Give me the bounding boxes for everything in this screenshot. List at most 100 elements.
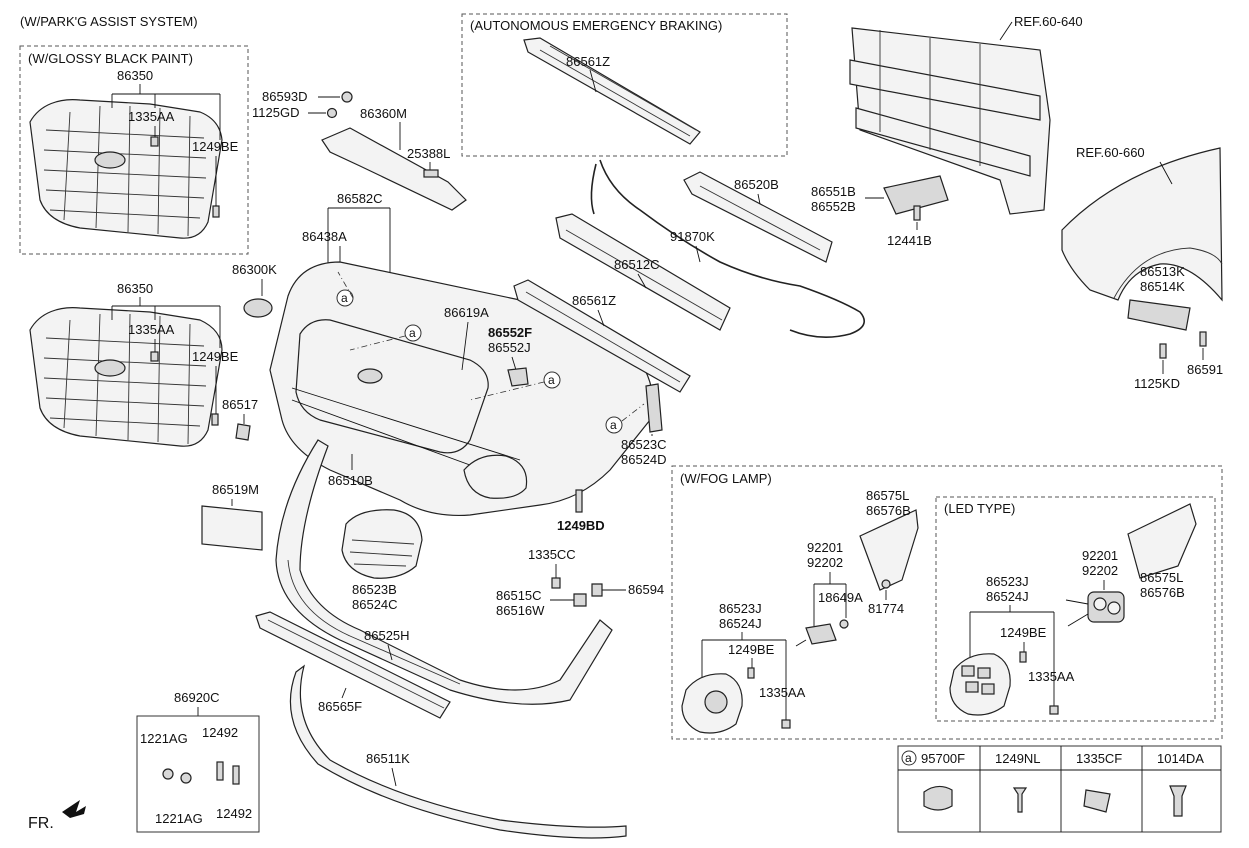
leader-86619a: [461, 321, 469, 371]
wiring-harness-91870k: [599, 159, 866, 338]
lip-86511k: [289, 664, 627, 839]
lower-bumper-detail: [287, 559, 461, 685]
leader-92201: [813, 572, 847, 626]
fog-lamp-opening: [463, 454, 528, 499]
callout-text-a2: a: [409, 326, 416, 340]
led-fog-bezel-86523j: [949, 653, 1011, 716]
part-label-91870k: 91870K: [670, 229, 715, 244]
screw-86591: [1199, 331, 1207, 347]
hook-cap-86517: [235, 423, 251, 441]
screw-1249be-fog: [747, 667, 755, 679]
fog-duct-86575l-led: [1127, 503, 1197, 579]
bracket-86515c: [573, 593, 587, 607]
part-label-12492-b: 12492: [216, 806, 252, 821]
nut-81774: [881, 579, 891, 589]
callout-circle-a4: [605, 416, 623, 434]
callout-circle-a2: [404, 324, 422, 342]
part-label-86514k: 86514K: [1140, 279, 1185, 294]
legend-symbol: a: [905, 751, 912, 765]
fog-lamp-socket: [795, 639, 807, 647]
screw-1249be: [211, 413, 219, 426]
clip-1335aa: [150, 351, 159, 362]
part-label-86523j-led: 86523J: [986, 574, 1029, 589]
emblem-86300k: [243, 298, 273, 318]
callout-dotlines: [337, 271, 645, 422]
side-bracket-86523c: [645, 383, 663, 433]
callout-text-a3: a: [548, 373, 555, 387]
part-label-86300k: 86300K: [232, 262, 277, 277]
ref-arrow-60-660: [1159, 161, 1173, 185]
leader-86523j: [701, 632, 787, 720]
part-label-1335aa-std: 1335AA: [128, 322, 175, 337]
ref-label-60-640: REF.60-640: [1014, 14, 1083, 29]
part-label-1221ag: 1221AG: [140, 731, 188, 746]
clip-1335aa-fog: [781, 719, 791, 729]
section-label-park-assist: (W/PARK'G ASSIST SYSTEM): [20, 14, 198, 29]
clip-1335aa-glossy: [150, 136, 159, 147]
callout-text-a1: a: [341, 291, 348, 305]
bolt-1014da-icon: [1169, 785, 1187, 817]
section-label-fog-lamp: (W/FOG LAMP): [680, 471, 772, 486]
bumper-styling-lines: [291, 387, 521, 477]
part-label-86524j: 86524J: [719, 616, 762, 631]
legend-col-1014da: 1014DA: [1157, 751, 1204, 766]
bolt-1125gd: [326, 107, 338, 119]
screw-1249be-glossy: [212, 205, 220, 218]
ref-arrow-60-640: [999, 21, 1013, 41]
part-label-86576b: 86576B: [866, 503, 911, 518]
part-label-86575l-led: 86575L: [1140, 570, 1183, 585]
fog-bezel-86523j: [681, 673, 743, 734]
part-label-12441b: 12441B: [887, 233, 932, 248]
part-label-86525h: 86525H: [364, 628, 410, 643]
part-label-86582c: 86582C: [337, 191, 383, 206]
ref-label-60-660: REF.60-660: [1076, 145, 1145, 160]
leader-86561z: [597, 309, 605, 327]
bumper-grille-opening: [295, 319, 489, 454]
bolt-86593d: [341, 91, 353, 103]
part-label-81774: 81774: [868, 601, 904, 616]
part-label-86524d: 86524D: [621, 452, 667, 467]
bolt-1125kd: [1159, 343, 1167, 359]
part-label-1221ag-b: 1221AG: [155, 811, 203, 826]
section-frame-fog-lamp: [671, 465, 1223, 740]
part-label-86619a: 86619A: [444, 305, 489, 320]
part-label-18649a: 18649A: [818, 590, 863, 605]
section-frame-aeb: [461, 13, 788, 157]
leader-86525h: [387, 644, 393, 661]
part-label-86524j-led: 86524J: [986, 589, 1029, 604]
section-label-glossy-black: (W/GLOSSY BLACK PAINT): [28, 51, 193, 66]
part-label-86510b: 86510B: [328, 473, 373, 488]
part-label-86552j: 86552J: [488, 340, 531, 355]
leader-86350-glossy: [111, 84, 221, 140]
skid-plate-detail: [267, 619, 445, 709]
part-label-86552b: 86552B: [811, 199, 856, 214]
leader-86350-std: [111, 297, 221, 348]
nut-1335cf-icon: [1083, 789, 1111, 813]
part-label-86516w: 86516W: [496, 603, 545, 618]
part-label-86511k: 86511K: [366, 751, 410, 766]
screw-1221ag-b: [180, 772, 192, 784]
clip-1335aa-led: [1049, 705, 1059, 715]
direction-label: FR.: [28, 815, 54, 832]
callout-circle-a3: [543, 371, 561, 389]
legend-col-95700f: 95700F: [921, 751, 965, 766]
part-label-1249be-led: 1249BE: [1000, 625, 1047, 640]
part-label-86438a: 86438A: [302, 229, 347, 244]
part-label-86593d: 86593D: [262, 89, 308, 104]
beam-86561z-aeb: [523, 37, 701, 145]
part-label-1335aa-led: 1335AA: [1028, 669, 1075, 684]
radiator-grille: [29, 307, 223, 447]
side-bracket-86513k: [1127, 299, 1191, 331]
part-label-25388l: 25388L: [407, 146, 450, 161]
radiator-grille-glossy: [29, 99, 223, 239]
screw-12492-b: [232, 765, 240, 785]
legend-col-1335cf: 1335CF: [1076, 751, 1122, 766]
fog-lamp-92201: [805, 623, 837, 645]
latch-25388l: [423, 169, 439, 178]
part-label-86524c: 86524C: [352, 597, 398, 612]
part-label-86515c: 86515C: [496, 588, 542, 603]
leader-86520b: [757, 193, 761, 205]
part-label-86513k: 86513K: [1140, 264, 1185, 279]
callout-text-a4: a: [610, 418, 617, 432]
part-label-1249be: 1249BE: [192, 139, 239, 154]
